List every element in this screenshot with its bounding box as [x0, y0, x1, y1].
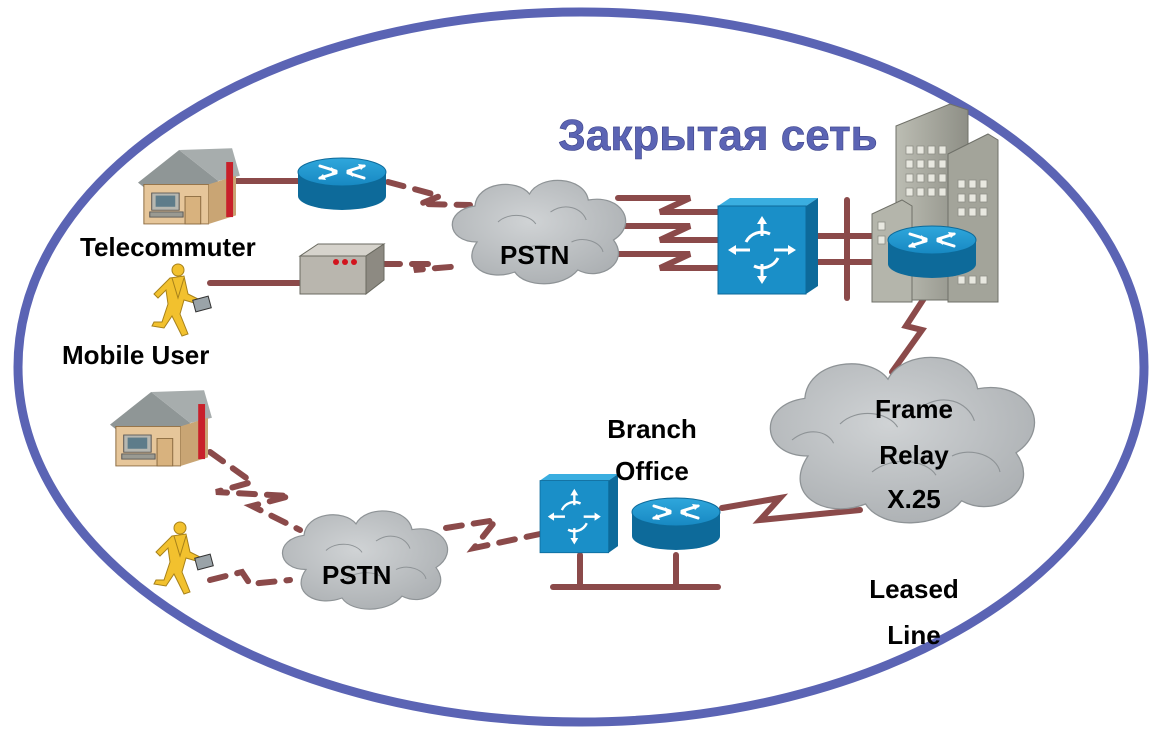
- home-router-icon: [296, 156, 388, 212]
- label-mobile-user: Mobile User: [62, 340, 209, 370]
- modem-icon: [298, 243, 386, 296]
- dashed-person-pstn: [207, 568, 293, 588]
- hq-access-server-icon: [716, 196, 820, 296]
- frame-relay-cloud: [769, 356, 1036, 524]
- label-frame-relay-line1: Frame: [875, 394, 953, 424]
- label-frame-relay-line3: X.25: [887, 484, 941, 514]
- remote-house-icon: [109, 389, 213, 467]
- link-pstn-switch-2: [615, 223, 721, 243]
- label-leased-line2: Line: [887, 620, 940, 650]
- pstn-cloud-bottom: [281, 510, 449, 610]
- label-leased-line1: Leased: [869, 574, 959, 604]
- label-branch-line2: Office: [615, 456, 689, 486]
- links: [207, 178, 939, 590]
- label-frame-relay-line2: Relay: [879, 440, 949, 470]
- link-hq-frame-relay: [889, 277, 939, 375]
- branch-router-icon: [630, 496, 722, 552]
- label-pstn-top: PSTN: [500, 240, 569, 270]
- closed-network-boundary: [13, 7, 1149, 727]
- link-pstn-switch-3: [615, 251, 721, 271]
- dashed-router-pstn: [385, 179, 473, 208]
- pstn-cloud-top: [451, 179, 627, 285]
- dashed-modem-pstn: [381, 261, 465, 273]
- telecommuter-house-icon: [137, 147, 241, 225]
- remote-person-icon: [153, 521, 214, 595]
- label-branch-line1: Branch: [607, 414, 697, 444]
- hq-router-icon: [886, 224, 978, 280]
- label-pstn-bottom: PSTN: [322, 560, 391, 590]
- label-telecommuter: Telecommuter: [80, 232, 256, 262]
- branch-access-server-icon: [538, 472, 620, 554]
- diagram-title: Закрытая сеть: [558, 111, 877, 160]
- link-pstn-switch-1: [615, 195, 721, 215]
- link-frame-relay-branch: [719, 493, 863, 524]
- mobile-user-person-icon: [151, 263, 212, 337]
- dashed-pstn-branch: [443, 515, 543, 553]
- dashed-house-pstn: [207, 449, 303, 533]
- dashed-links: [207, 179, 543, 588]
